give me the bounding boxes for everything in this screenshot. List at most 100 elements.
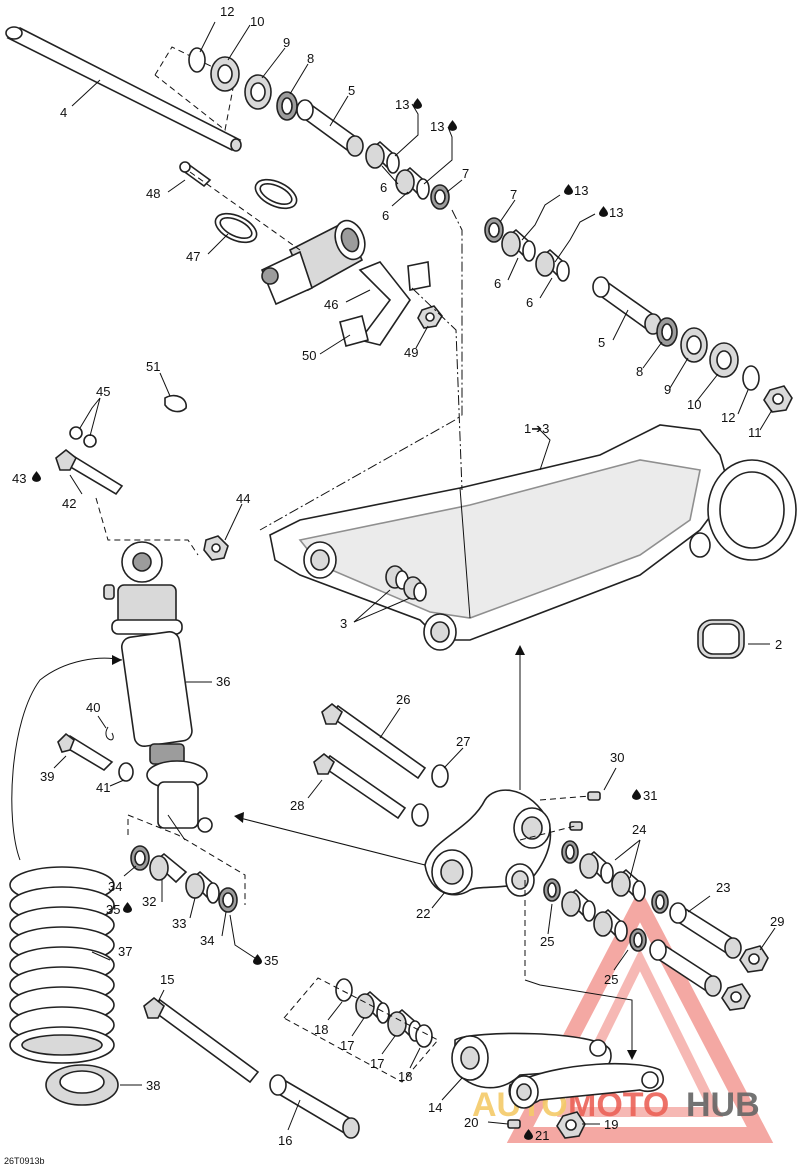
nut-11 (763, 385, 793, 413)
watermark-word-hub: HUB (686, 1086, 760, 1124)
callout-38: 38 (146, 1078, 160, 1093)
grease-drop-13d (599, 206, 608, 217)
callout-13-a: 13 (395, 97, 409, 112)
callout-6-a: 6 (380, 180, 387, 195)
bearing-24a (579, 850, 614, 884)
callout-44: 44 (236, 491, 250, 506)
callout-17-b: 17 (370, 1056, 384, 1071)
spring-seat-38 (45, 1064, 119, 1106)
bracket-50 (339, 261, 431, 347)
callout-12-right: 12 (721, 410, 735, 425)
callout-11: 11 (748, 425, 762, 440)
bolt-15 (143, 996, 260, 1084)
callout-16: 16 (278, 1133, 292, 1148)
clip-40 (105, 726, 114, 741)
reservoir-46 (260, 219, 366, 306)
callout-4: 4 (60, 105, 67, 120)
pin-51 (164, 394, 187, 413)
shock-absorber-36 (103, 541, 213, 833)
bearing-17a (355, 990, 390, 1024)
callout-13-c: 13 (574, 183, 588, 198)
sleeve-23a (669, 902, 742, 959)
callout-6-d: 6 (526, 295, 533, 310)
callout-26: 26 (396, 692, 410, 707)
callout-34-a: 34 (108, 879, 122, 894)
bearing-24d (593, 908, 628, 942)
pin-48 (179, 161, 212, 188)
bearing-6a (365, 140, 400, 174)
grease-fitting-30b (569, 821, 583, 831)
washer-41 (118, 762, 134, 782)
callout-34-b: 34 (200, 933, 214, 948)
nut-29a (739, 945, 769, 973)
sleeve-23b (649, 939, 722, 997)
lower-shock-dash (127, 814, 246, 905)
callout-37: 37 (118, 944, 132, 959)
callout-35-a: 35 (106, 902, 120, 917)
grease-fitting-30a (587, 791, 601, 801)
bolt-26 (321, 702, 427, 780)
grease-drop-43 (32, 471, 41, 482)
document-reference: 26T0913b (4, 1156, 45, 1166)
callout-25-a: 25 (540, 934, 554, 949)
callout-51: 51 (146, 359, 160, 374)
seal-18b (415, 1024, 433, 1048)
rocker-to-shock-arrow (239, 817, 426, 866)
callout-33: 33 (172, 916, 186, 931)
callout-40: 40 (86, 700, 100, 715)
callout-13-d: 13 (609, 205, 623, 220)
bearing-6d (535, 248, 570, 282)
callout-7-a: 7 (462, 166, 469, 181)
callout-50: 50 (302, 348, 316, 363)
callout-35-b: 35 (264, 953, 278, 968)
callout-47: 47 (186, 249, 200, 264)
callout-46: 46 (324, 297, 338, 312)
callout-labels: 12 10 9 8 4 5 13 13 6 6 7 48 47 46 50 49… (12, 4, 784, 1148)
axis-line-1 (451, 209, 463, 421)
seal-18a (335, 978, 353, 1002)
end-cap-2 (697, 619, 745, 659)
long-bolt-4 (5, 26, 242, 152)
pin-42 (55, 448, 124, 496)
callout-27: 27 (456, 734, 470, 749)
bottom-bearing-dash (283, 977, 439, 1083)
callout-17-a: 17 (340, 1038, 354, 1053)
callout-43: 43 (12, 471, 26, 486)
callout-13-b: 13 (430, 119, 444, 134)
callout-30: 30 (610, 750, 624, 765)
callout-1-3: 1➔3 (524, 421, 549, 436)
grease-drop-13c (564, 184, 573, 195)
callout-18-b: 18 (398, 1069, 412, 1084)
bushing-5-top (296, 99, 364, 157)
washer-27b (411, 803, 429, 827)
callout-7-b: 7 (510, 187, 517, 202)
spring-assembly-arrow (11, 657, 123, 861)
callout-28: 28 (290, 798, 304, 813)
callout-18-a: 18 (314, 1022, 328, 1037)
bushing-5-right (592, 276, 662, 335)
axis-line-3 (259, 419, 456, 531)
callout-5-right: 5 (598, 335, 605, 350)
nut-19 (556, 1111, 586, 1139)
callout-5-top: 5 (348, 83, 355, 98)
cap-3b (403, 576, 427, 602)
callout-39: 39 (40, 769, 54, 784)
callout-29: 29 (770, 914, 784, 929)
o-ring-45a (69, 426, 83, 440)
callout-45: 45 (96, 384, 110, 399)
grease-drop-35a (123, 902, 132, 913)
callout-23: 23 (716, 880, 730, 895)
callout-8-right: 8 (636, 364, 643, 379)
washer-27a (431, 764, 449, 788)
axis-line-6 (524, 979, 633, 1055)
callout-10-right: 10 (687, 397, 701, 412)
pin-42-dash (95, 497, 199, 556)
swing-arm-1 (269, 424, 797, 651)
callout-41: 41 (96, 780, 110, 795)
callout-6-b: 6 (382, 208, 389, 223)
callout-31: 31 (643, 788, 657, 803)
clamp-47-upper (254, 178, 298, 210)
callout-21: 21 (535, 1128, 549, 1143)
washer-12-right (742, 365, 760, 391)
